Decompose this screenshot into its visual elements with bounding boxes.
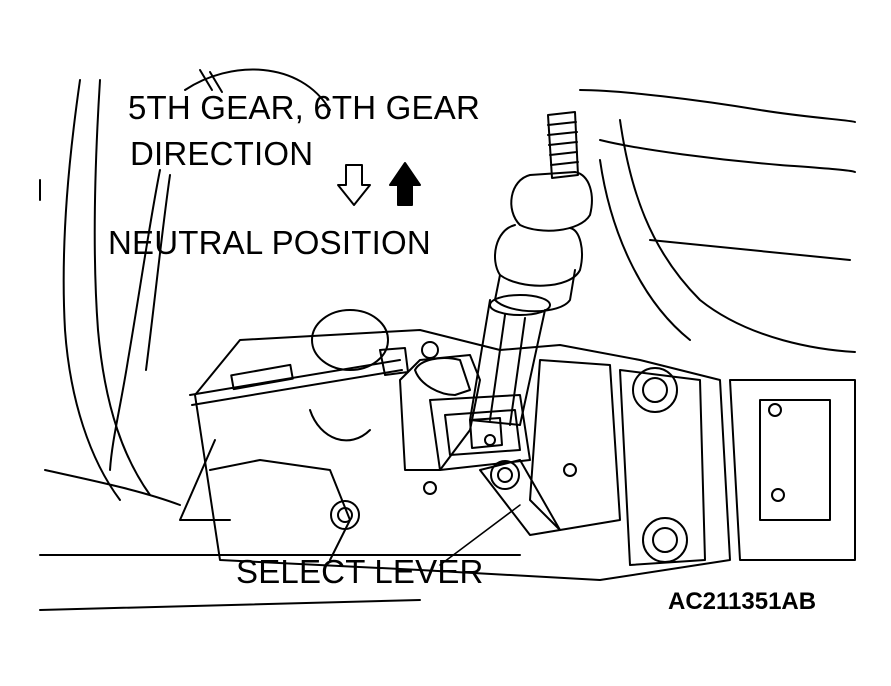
shift-lever (469, 111, 593, 426)
direction-label-line2: DIRECTION (130, 135, 314, 172)
select-lever-leader (439, 504, 521, 566)
arrow-down-icon (337, 164, 371, 206)
arrow-up-icon (389, 162, 421, 206)
select-lever-assembly (414, 357, 561, 536)
shift-cable (189, 347, 409, 406)
gearbox-housing (179, 309, 731, 581)
right-panel (579, 89, 856, 561)
direction-label-line1: 5TH GEAR, 6TH GEAR (128, 89, 481, 126)
select-lever-label: SELECT LEVER (236, 553, 484, 590)
console-outline (39, 68, 521, 611)
neutral-position-label: NEUTRAL POSITION (108, 224, 431, 261)
figure-code: AC211351AB (668, 588, 817, 615)
